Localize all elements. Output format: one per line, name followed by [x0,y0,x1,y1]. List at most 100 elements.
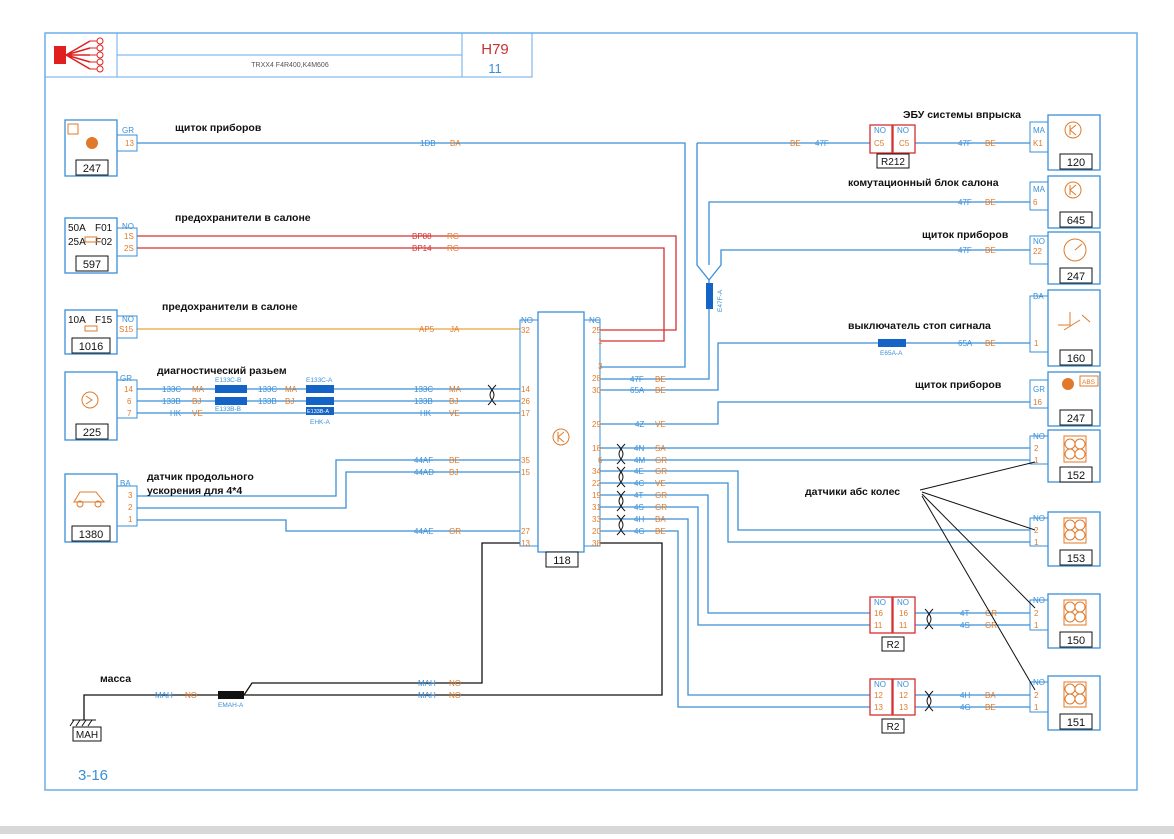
svg-text:BJ: BJ [285,397,294,406]
svg-text:35: 35 [521,456,530,465]
svg-text:4T: 4T [960,609,969,618]
svg-text:BJ: BJ [449,397,458,406]
svg-text:E65A-A: E65A-A [880,350,903,357]
svg-text:C5: C5 [874,139,885,148]
svg-text:47F: 47F [958,139,972,148]
sheet-number: H79 [481,41,509,58]
svg-text:12: 12 [899,691,908,700]
svg-text:F01: F01 [95,223,113,234]
component-225: 225 GR 14 6 7 диагностический разьем [64,365,287,441]
connector-emah-a [218,691,244,699]
svg-text:12: 12 [874,691,883,700]
title-block: TRXX4 F4R400,K4M606 H79 11 [44,32,533,78]
connector-e133c-b [215,385,247,393]
switch-icon [1058,312,1091,331]
svg-text:20: 20 [592,527,601,536]
svg-text:29: 29 [592,420,601,429]
svg-text:ABS: ABS [1082,379,1096,386]
svg-text:HK: HK [170,409,182,418]
svg-text:NO: NO [897,680,909,689]
svg-text:BJ: BJ [192,397,201,406]
wire-44ad [137,471,520,509]
svg-text:BA: BA [985,691,996,700]
svg-text:масса: масса [100,673,131,685]
component-645: 645 MA 6 комутационный блок салона [848,175,1101,229]
svg-text:датчики абс колес: датчики абс колес [805,486,900,498]
svg-text:GR: GR [1033,385,1045,394]
svg-text:HK: HK [420,409,432,418]
svg-text:VE: VE [655,479,666,488]
connector-e133b-b [215,397,247,405]
connector-ehk-a [306,407,334,415]
svg-text:4M: 4M [634,456,645,465]
svg-text:NO: NO [874,680,886,689]
svg-text:JA: JA [450,325,460,334]
svg-text:BE: BE [985,703,996,712]
svg-text:65A: 65A [958,339,973,348]
ecu-icon [1064,121,1082,139]
connector-r2-upper: NO NO 16 16 11 11 R2 [869,596,916,652]
svg-text:E133C-B: E133C-B [215,377,241,384]
page-number: 11 [488,61,502,76]
svg-text:VE: VE [655,420,666,429]
wire-44ae [137,519,520,532]
svg-text:47F: 47F [630,375,644,384]
wire-4z [600,401,1030,425]
inline-connectors: E133C-B E133B-B E133C-A E133B-A EHK-A E4… [215,283,906,709]
wheel-sensor-icon [1063,517,1087,544]
component-150: 150 NO 2 1 [1029,593,1101,649]
component-118-ecu: 118 NO 32 14 26 17 35 15 27 13 NO 25 1 3… [519,311,603,568]
svg-text:4G: 4G [634,527,645,536]
svg-text:NO: NO [449,691,461,700]
svg-text:E133B-B: E133B-B [215,406,241,413]
svg-text:645: 645 [1067,215,1085,227]
svg-text:BP14: BP14 [412,244,432,253]
connector-e65a-a [878,339,906,347]
logo-icon [54,37,104,73]
svg-text:13: 13 [899,703,908,712]
wheel-sensor-icon [1063,599,1087,626]
svg-text:13: 13 [125,139,134,148]
svg-text:NO: NO [1033,432,1045,441]
svg-text:4S: 4S [960,621,970,630]
svg-text:247: 247 [83,163,101,175]
svg-text:14: 14 [521,385,530,394]
svg-text:133B: 133B [162,397,181,406]
svg-text:MAH: MAH [418,679,436,688]
svg-text:RG: RG [447,232,459,241]
svg-text:NO: NO [897,126,909,135]
svg-text:4G: 4G [960,703,971,712]
svg-text:EHK-A: EHK-A [310,419,331,426]
svg-text:BA: BA [120,479,131,488]
svg-text:2: 2 [1034,526,1039,535]
svg-text:31: 31 [592,503,601,512]
twist-markers [487,384,934,712]
svg-text:7: 7 [127,409,132,418]
svg-text:1380: 1380 [79,529,103,541]
svg-text:13: 13 [521,539,530,548]
svg-text:1: 1 [1034,456,1039,465]
svg-text:4E: 4E [634,467,644,476]
svg-text:GR: GR [985,609,997,618]
connector-e47f-a [706,283,713,309]
svg-text:2: 2 [1034,691,1039,700]
svg-text:NO: NO [449,679,461,688]
svg-text:GR: GR [655,467,667,476]
svg-text:S15: S15 [119,325,134,334]
svg-text:2: 2 [128,503,133,512]
svg-text:GR: GR [985,621,997,630]
svg-text:153: 153 [1067,553,1085,565]
svg-text:2: 2 [1034,609,1039,618]
bottom-scrollbar[interactable] [0,826,1174,834]
svg-text:BP88: BP88 [412,232,432,241]
svg-text:щиток приборов: щиток приборов [175,122,262,134]
svg-text:BA: BA [1033,292,1044,301]
svg-text:выключатель стоп сигнала: выключатель стоп сигнала [848,320,991,332]
svg-text:1: 1 [1034,339,1039,348]
svg-text:44AD: 44AD [414,468,434,477]
svg-text:MA: MA [192,385,205,394]
svg-text:4C: 4C [634,479,644,488]
svg-text:47F: 47F [815,139,829,148]
svg-text:19: 19 [592,491,601,500]
